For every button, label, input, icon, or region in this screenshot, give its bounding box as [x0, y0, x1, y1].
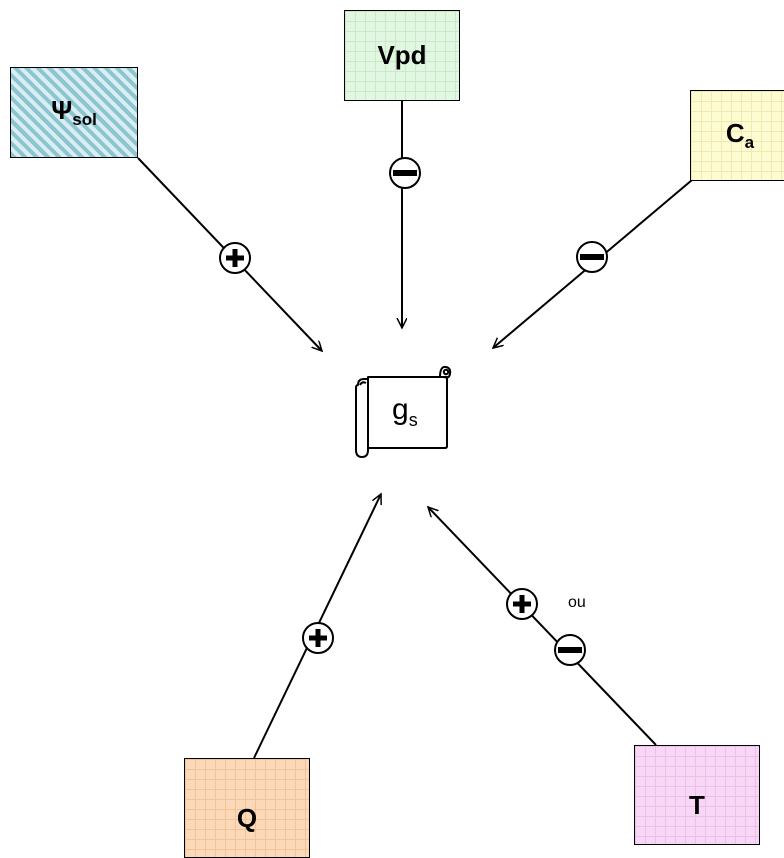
node-t: T — [634, 745, 760, 845]
minus-sign-vpd — [389, 157, 421, 189]
minus-sign-ca — [576, 241, 608, 273]
node-psi-sol: Ψsol — [10, 67, 138, 158]
psi-subscript: sol — [72, 110, 97, 130]
node-ca-label: Ca — [726, 118, 754, 153]
node-t-label: T — [689, 789, 705, 820]
plus-sign-q — [302, 622, 334, 654]
ca-symbol: C — [725, 117, 745, 148]
node-q-label: Q — [236, 802, 258, 833]
arrow-t — [428, 507, 657, 746]
scroll-icon — [355, 365, 452, 458]
node-vpd-label: Vpd — [377, 40, 427, 70]
plus-sign-psi — [219, 242, 251, 274]
alternative-label: ou — [568, 594, 586, 611]
minus-sign-t — [554, 634, 586, 666]
node-ca: Ca — [690, 90, 784, 181]
node-psi-label: Ψsol — [51, 95, 97, 130]
ca-subscript: a — [744, 133, 755, 153]
gs-subscript: s — [408, 410, 418, 430]
plus-sign-t — [506, 588, 538, 620]
gs-symbol: g — [392, 393, 409, 426]
center-gs-label: gs — [392, 393, 418, 431]
node-q: Q — [184, 758, 310, 858]
node-vpd: Vpd — [344, 10, 460, 101]
psi-symbol: Ψ — [51, 94, 73, 125]
